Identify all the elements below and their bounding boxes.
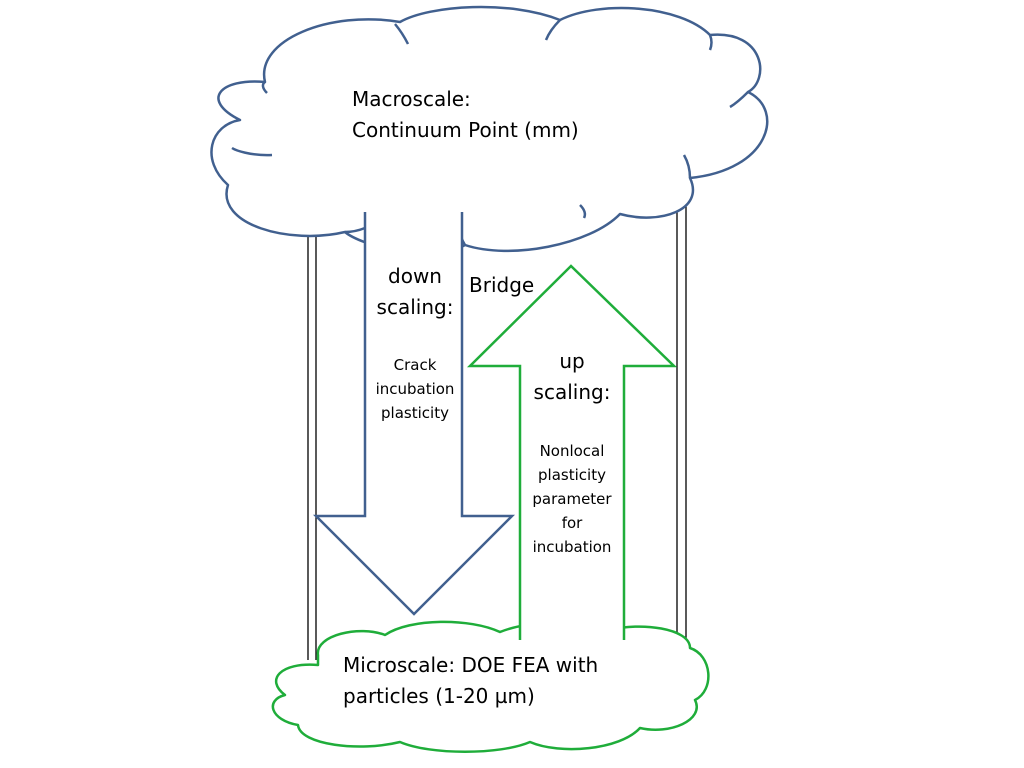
up-detail-2: plasticity (538, 466, 606, 484)
down-scaling-line1: down (388, 264, 442, 288)
bridge-pillar-left (307, 228, 317, 660)
bridge-pillar-right (676, 205, 687, 650)
microscale-line2: particles (1-20 µm) (343, 684, 535, 708)
microscale-cloud (271, 620, 710, 753)
down-scaling-detail: Crack incubation plasticity (365, 353, 465, 425)
microscale-title: Microscale: DOE FEA with particles (1-20… (343, 650, 663, 712)
up-scaling-detail: Nonlocal plasticity parameter for incuba… (516, 439, 628, 559)
up-scaling-arrow (466, 264, 678, 640)
down-detail-2: incubation (375, 380, 455, 398)
up-scaling-title: up scaling: (521, 346, 623, 408)
down-scaling-arrow (312, 212, 516, 616)
up-detail-3: parameter (532, 490, 612, 508)
macroscale-line1: Macroscale: (352, 87, 471, 111)
up-detail-4: for (561, 514, 583, 532)
up-detail-5: incubation (532, 538, 612, 556)
microscale-line1: Microscale: DOE FEA with (343, 653, 599, 677)
down-scaling-line2: scaling: (376, 295, 454, 319)
macroscale-cloud (210, 5, 769, 255)
bridge-label: Bridge (469, 273, 535, 297)
macroscale-line2: Continuum Point (mm) (352, 118, 579, 142)
up-detail-1: Nonlocal (539, 442, 605, 460)
down-detail-3: plasticity (381, 404, 449, 422)
down-scaling-title: down scaling: (365, 261, 465, 323)
down-detail-1: Crack (393, 356, 437, 374)
up-scaling-line2: scaling: (533, 380, 611, 404)
macroscale-title: Macroscale: Continuum Point (mm) (352, 84, 672, 146)
up-scaling-line1: up (559, 349, 585, 373)
